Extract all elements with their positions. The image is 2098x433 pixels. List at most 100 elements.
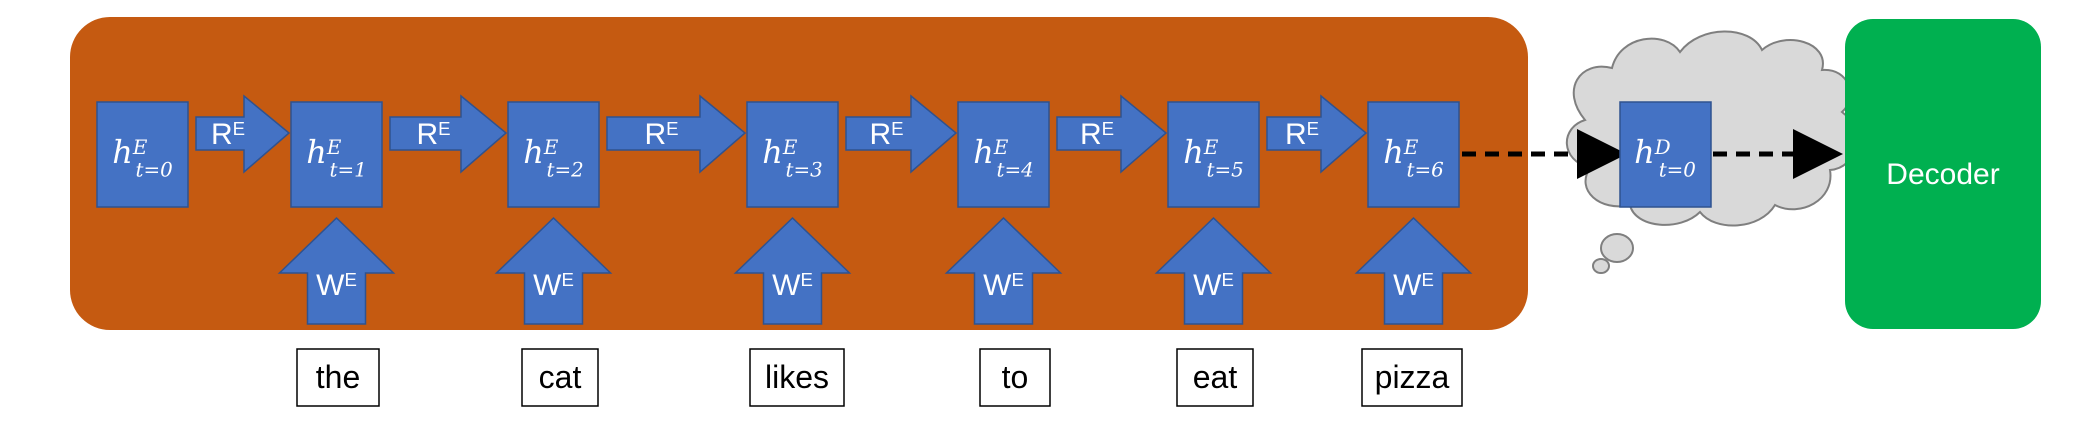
- recurrent-weight-label-base: R: [644, 118, 666, 151]
- input-weight-label-sup: E: [561, 269, 573, 290]
- input-weight-label-sup: E: [344, 269, 356, 290]
- recurrent-weight-arrow: [845, 94, 958, 174]
- input-weight-label-base: W: [316, 269, 345, 302]
- input-weight-label-base: W: [983, 269, 1012, 302]
- hidden-state-label-sup: E: [1203, 136, 1219, 159]
- recurrent-weight-label: RE: [869, 118, 903, 151]
- hidden-state-box: [1367, 101, 1460, 208]
- hidden-state-box: [507, 101, 600, 208]
- hidden-state-label-sup: E: [1403, 136, 1419, 159]
- recurrent-weight-arrow: [389, 94, 508, 174]
- input-weight-label-base: W: [533, 269, 562, 302]
- recurrent-weight-label-base: R: [211, 118, 233, 151]
- input-weight-label: WE: [983, 269, 1024, 302]
- hidden-state-label-sup: E: [993, 136, 1009, 159]
- recurrent-weight-label-sup: E: [666, 118, 678, 139]
- word-box: [296, 348, 380, 407]
- hidden-state-label-sup: E: [326, 136, 342, 159]
- input-weight-arrow: [1154, 216, 1273, 325]
- word-label: to: [1002, 359, 1029, 395]
- word-label: pizza: [1375, 359, 1450, 395]
- hidden-state-label-base: h: [973, 133, 994, 171]
- input-weight-label-base: W: [1193, 269, 1222, 302]
- decoder-label: Decoder: [1886, 158, 1999, 191]
- hidden-state-box: [1167, 101, 1260, 208]
- decoder-block: [1845, 19, 2041, 329]
- hidden-state-label-sub: t=1: [329, 158, 366, 181]
- context-state-label-sub: t=0: [1659, 158, 1696, 181]
- hidden-state-label-sub: t=3: [785, 158, 822, 181]
- input-weight-label-sup: E: [800, 269, 812, 290]
- recurrent-weight-label-base: R: [1080, 118, 1102, 151]
- recurrent-weight-label-sup: E: [1102, 118, 1114, 139]
- recurrent-weight-label-base: R: [1285, 118, 1307, 151]
- hidden-state-box: [96, 101, 189, 208]
- recurrent-weight-label: RE: [211, 118, 245, 151]
- word-label: eat: [1193, 359, 1238, 395]
- input-weight-label-sup: E: [1011, 269, 1023, 290]
- hidden-state-box: [746, 101, 839, 208]
- recurrent-weight-label-base: R: [416, 118, 438, 151]
- input-weight-arrow: [1354, 216, 1473, 325]
- thought-bubble-small: [1592, 258, 1610, 274]
- recurrent-weight-label: RE: [1080, 118, 1114, 151]
- hidden-state-label-base: h: [523, 133, 544, 171]
- hidden-state-label-base: h: [306, 133, 327, 171]
- context-state-label-base: h: [1634, 133, 1655, 171]
- thought-bubble-large: [1600, 233, 1634, 263]
- hidden-state-label-base: h: [112, 133, 133, 171]
- hidden-state-label-sub: t=2: [546, 158, 583, 181]
- context-state-box: [1619, 101, 1712, 208]
- hidden-state-label-sub: t=0: [135, 158, 172, 181]
- recurrent-weight-label-sup: E: [891, 118, 903, 139]
- input-weight-arrow: [733, 216, 852, 325]
- input-weight-label: WE: [316, 269, 357, 302]
- hidden-state-label-sup: E: [782, 136, 798, 159]
- input-weight-label-base: W: [1393, 269, 1422, 302]
- word-label: cat: [539, 359, 582, 395]
- hidden-state-label-base: h: [762, 133, 783, 171]
- word-label: the: [316, 359, 360, 395]
- hidden-state-box: [957, 101, 1050, 208]
- recurrent-weight-arrow: [1056, 94, 1168, 174]
- word-box: [1361, 348, 1463, 407]
- word-box: [749, 348, 845, 407]
- input-weight-label-sup: E: [1421, 269, 1433, 290]
- recurrent-weight-label: RE: [416, 118, 450, 151]
- input-weight-arrow: [494, 216, 613, 325]
- recurrent-weight-label-sup: E: [233, 118, 245, 139]
- hidden-state-box: [290, 101, 383, 208]
- input-weight-arrow: [944, 216, 1063, 325]
- word-box: [1176, 348, 1254, 407]
- recurrent-weight-label-base: R: [869, 118, 891, 151]
- input-weight-label: WE: [1193, 269, 1234, 302]
- input-weight-arrow: [277, 216, 396, 325]
- word-box: [521, 348, 599, 407]
- word-label: likes: [765, 359, 829, 395]
- input-weight-label-base: W: [772, 269, 801, 302]
- hidden-state-label-base: h: [1183, 133, 1204, 171]
- input-weight-label: WE: [533, 269, 574, 302]
- recurrent-weight-label-sup: E: [1307, 118, 1319, 139]
- recurrent-weight-label: RE: [1285, 118, 1319, 151]
- hidden-state-label-base: h: [1383, 133, 1404, 171]
- input-weight-label: WE: [1393, 269, 1434, 302]
- recurrent-weight-label-sup: E: [438, 118, 450, 139]
- recurrent-weight-label: RE: [644, 118, 678, 151]
- recurrent-weight-arrow: [606, 94, 747, 174]
- hidden-state-label-sub: t=5: [1206, 158, 1243, 181]
- context-state-label-sup: D: [1654, 136, 1671, 159]
- recurrent-weight-arrow: [195, 94, 291, 174]
- hidden-state-label-sup: E: [132, 136, 148, 159]
- hidden-state-label-sup: E: [543, 136, 559, 159]
- input-weight-label-sup: E: [1221, 269, 1233, 290]
